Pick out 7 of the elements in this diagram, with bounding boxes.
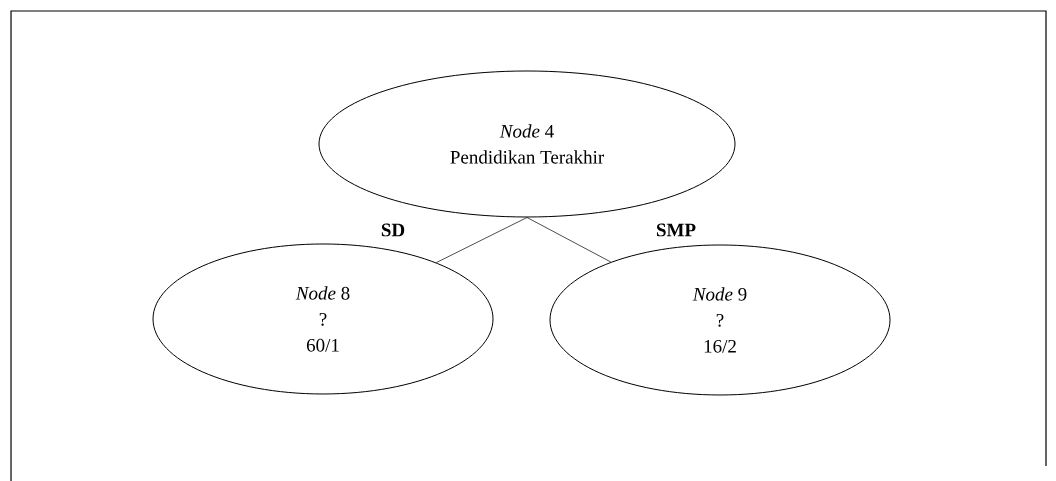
- edge-label: SD: [379, 222, 407, 238]
- connector-line: [436, 217, 528, 263]
- ellipse-node: Node 4 Pendidikan Terakhir: [318, 70, 736, 218]
- ellipse-node: Node 8 ? 60/1: [152, 243, 494, 395]
- edge-label: SMP: [654, 222, 698, 238]
- ellipse-node: Node 9 ? 16/2: [549, 244, 891, 396]
- connector-line: [526, 217, 612, 263]
